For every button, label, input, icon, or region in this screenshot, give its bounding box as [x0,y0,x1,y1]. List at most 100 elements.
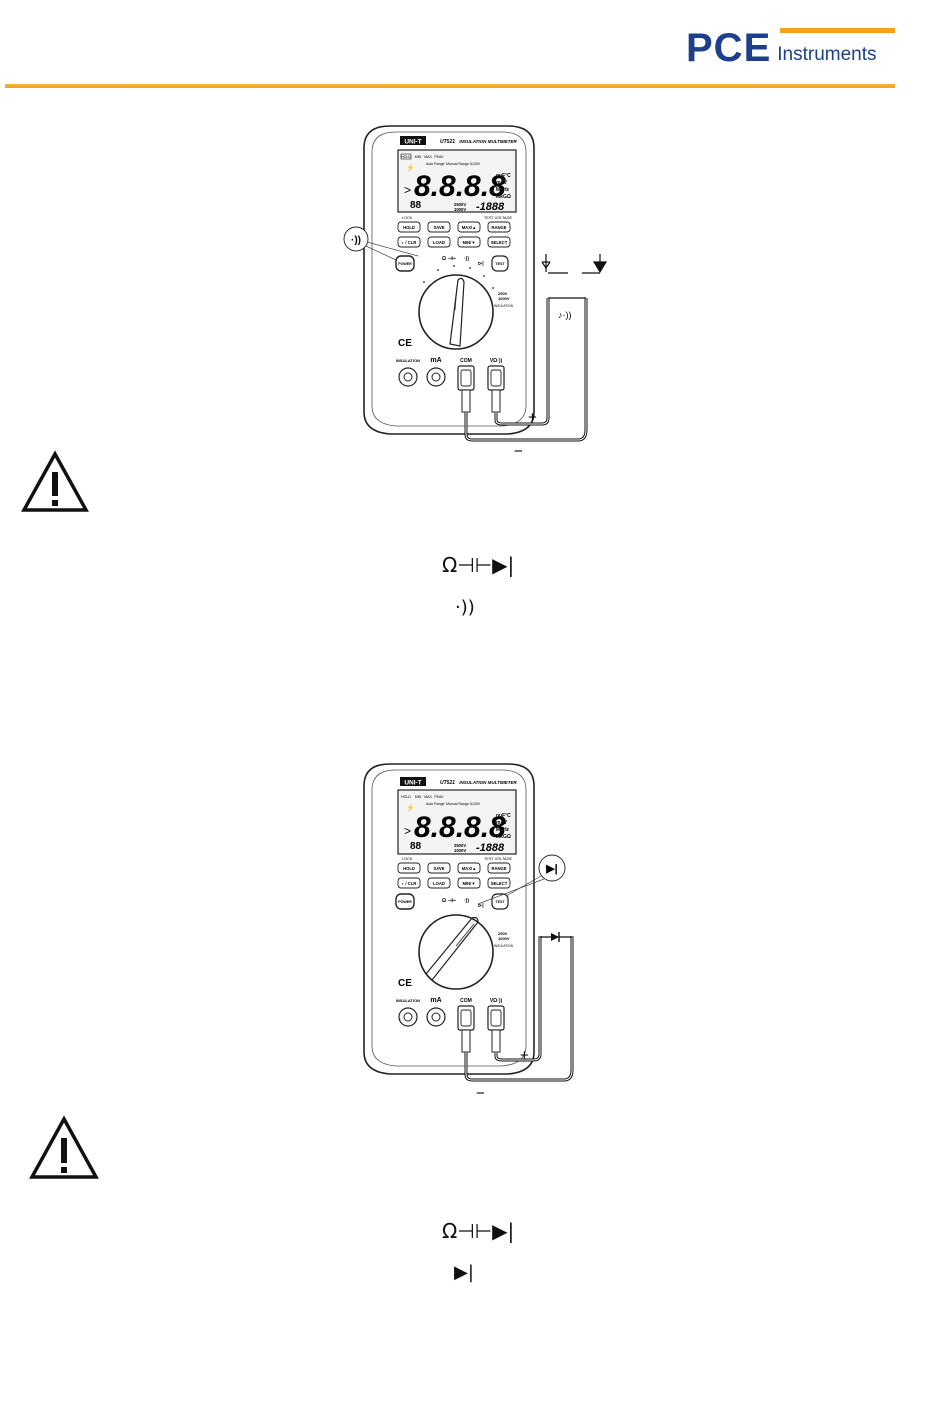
dial2-label-resistance: Ω ⊣⊢ [442,896,457,904]
min-button[interactable] [457,236,481,248]
ma-jack-2[interactable] [426,1007,446,1027]
lcd-voltage-2500: 2500V [454,202,466,207]
terminal2-label-v-ohm: VΩ·)) [490,998,503,1004]
logo-text: Instruments [777,44,877,65]
select-button[interactable] [487,236,511,248]
max-button[interactable] [457,221,481,233]
switch-symbol [541,254,608,274]
lcd2-voltage-1000: 1000V [454,848,466,853]
insulation-jack-2[interactable] [398,1007,418,1027]
backlight-clear-button[interactable] [397,236,421,248]
probe-minus-label: − [514,443,523,458]
dial2-label-diode: ⊳| [478,903,484,909]
backlight-clear-button-2[interactable] [397,877,421,889]
component-continuity-symbol: ♪·)) [558,310,572,320]
lcd2-sub-digits: -1888 [476,842,505,854]
test-button-label: TEST [495,262,505,266]
dial-label-1000v: 1000V [498,296,510,301]
callout-badge [343,226,369,252]
lcd-bar-digits: 88 [410,200,422,211]
save-button[interactable] [427,221,451,233]
hold-button[interactable] [397,221,421,233]
lcd-voltage-1000: 1000V [454,207,466,212]
power-button-2[interactable] [395,893,415,910]
ce-mark: CE [398,338,412,349]
lcd2-mode-auto: Auto Range [426,802,445,806]
lcd2-unit-2: mAV [496,820,508,826]
power-button-2-label: POWER [398,900,412,904]
header-divider [5,84,895,88]
lcd2-voltage-2500: 2500V [454,843,466,848]
load-button[interactable] [427,236,451,248]
dial2-label-1000v: 1000V [498,936,510,941]
range-button-2-label: RANGE [491,866,506,871]
diode-test-diagram: UNI-T UT521 INSULATION MULTIMETER HOLD M… [338,760,618,1102]
hold-button-label: HOLD [403,225,415,230]
lcd2-tag-hold: HOLD [401,795,411,799]
lcd-sub-digits: -1888 [476,201,505,213]
callout-diode-icon: ▶| [545,863,558,875]
range-button-label: RANGE [491,225,506,230]
max-button-2-label: MAX/▲ [462,866,477,871]
lcd2-mode-count: 61000 [470,802,480,806]
lcd2-bar-digits: 88 [410,841,422,852]
label2-lock: LOCK [402,857,413,861]
power-button[interactable] [395,255,415,272]
meter-title: INSULATION MULTIMETER [459,139,517,144]
lcd-unit-3: MkHz [496,187,510,193]
callout-continuity-icon: ·)) [351,235,361,246]
label2-test-voltage: TEST VOLTAGE [484,857,513,861]
select-button-2-label: SELECT [491,881,508,886]
lcd2-tag-peak: PEAK [434,795,444,799]
load-button-label: LOAD [433,240,445,245]
lcd-tag-hold: HOLD [401,155,411,159]
logo-mark: PCE [686,26,772,70]
terminal-label-ma: mA [430,357,441,364]
save-button-label: SAVE [433,225,444,230]
rotary-dial-2[interactable] [418,914,494,990]
company-logo: PCE Instruments [686,28,877,68]
backlight-clear-button-label: ◐ / CLR [402,240,417,245]
range-button-2[interactable] [487,862,511,874]
lcd-tag-max: MAX [424,155,432,159]
logo-accent-bar [780,28,895,33]
label-insulation-range: INSULATION [494,304,514,308]
terminal2-label-insulation: INSULATION [396,998,420,1003]
lcd2-unit-1: nμF°C [496,813,511,819]
warning-icon [20,450,90,519]
load-button-2[interactable] [427,877,451,889]
lcd2-mode-manual: Manual Range [446,802,469,806]
hold-button-2[interactable] [397,862,421,874]
diode-mode-icon: ▶| [454,1262,474,1283]
lcd-unit-4: MkGΩ [496,194,511,200]
max-button-2[interactable] [457,862,481,874]
label2-insulation-range: INSULATION [494,944,514,948]
test-button[interactable] [491,255,509,272]
lcd-compare-icon: > [404,183,411,197]
meter-model: UT521 [440,139,455,145]
diode-component-symbol [551,933,559,941]
rotary-dial[interactable] [418,274,494,350]
terminal-label-insulation: INSULATION [396,358,420,363]
dial2-label-250v: 250V [498,931,508,936]
select-button-2[interactable] [487,877,511,889]
lcd2-compare-icon: > [404,824,411,838]
range-button[interactable] [487,221,511,233]
lcd-unit-2: mAV [496,180,508,186]
min-button-2[interactable] [457,877,481,889]
terminal2-label-ma: mA [430,997,441,1004]
dial2-label-continuity: ·)) [464,898,469,904]
dial-label-250v: 250V [498,291,508,296]
save-button-2-label: SAVE [433,866,444,871]
save-button-2[interactable] [427,862,451,874]
test-button-2[interactable] [491,893,509,910]
select-button-label: SELECT [491,240,508,245]
ce-mark-2: CE [398,978,412,989]
lcd2-tag-max: MAX [424,795,432,799]
ma-jack[interactable] [426,367,446,387]
power-button-label: POWER [398,262,412,266]
dial-label-continuity: ·)) [464,256,469,262]
backlight-clear-button-2-label: ◐ / CLR [402,881,417,886]
insulation-jack[interactable] [398,367,418,387]
meter2-title: INSULATION MULTIMETER [459,780,517,785]
